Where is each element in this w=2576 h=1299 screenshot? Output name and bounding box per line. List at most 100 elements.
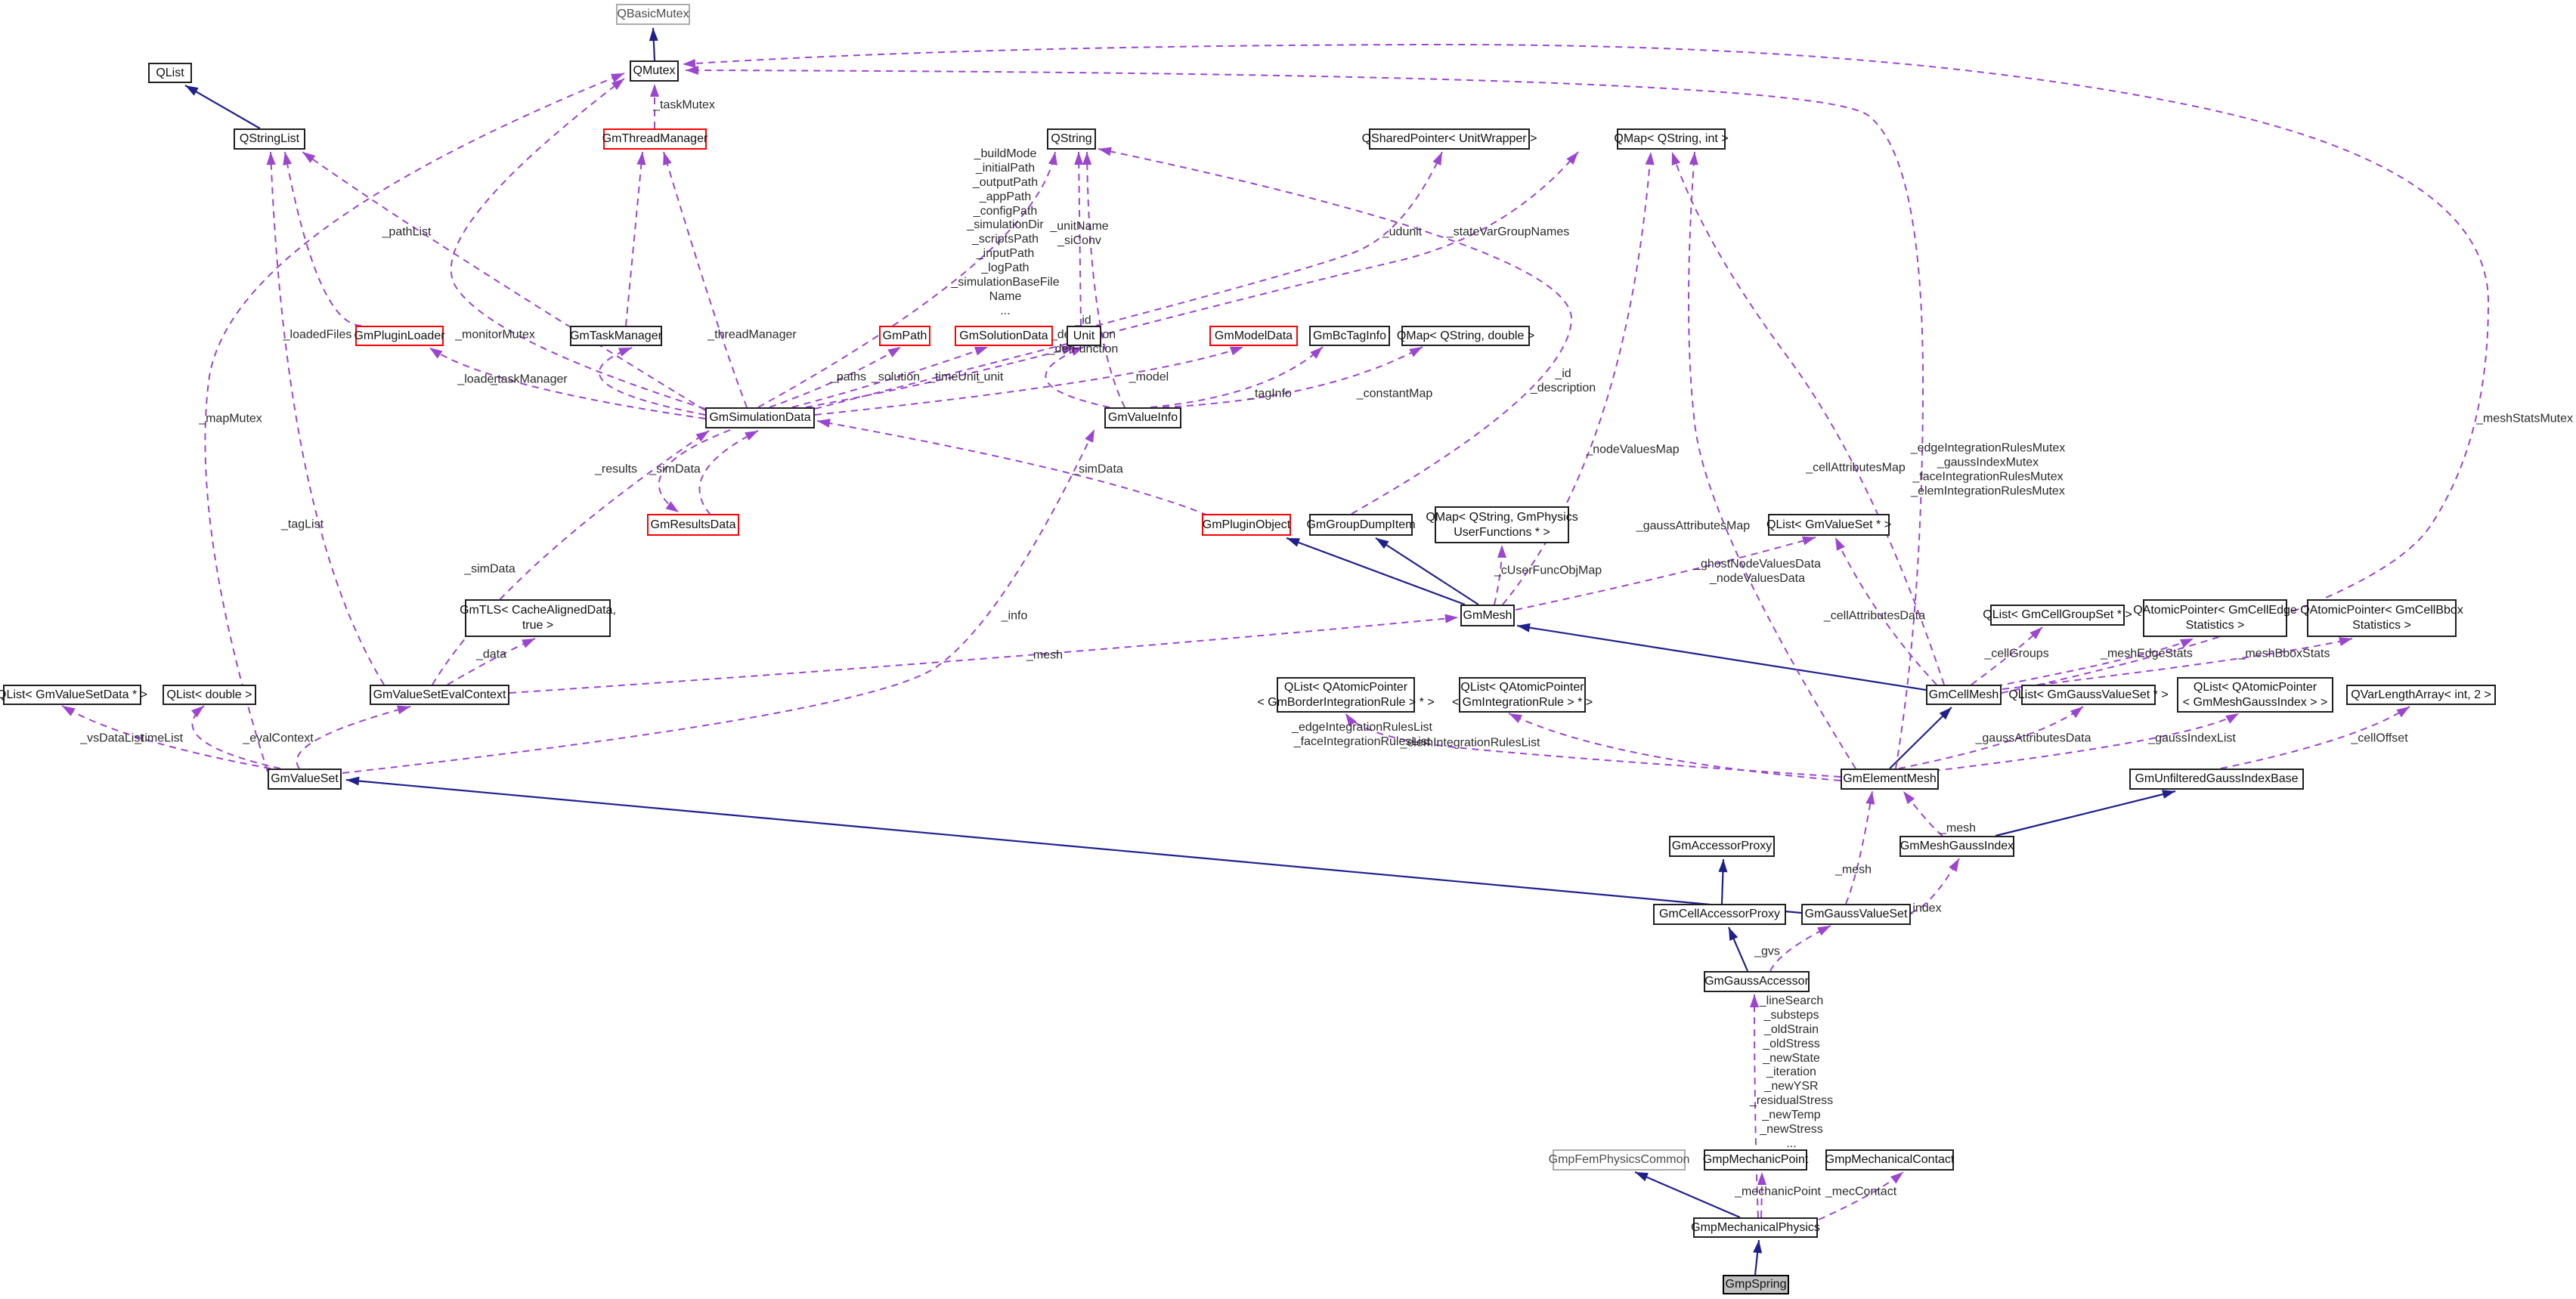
class-node-gmpspring: GmpSpring — [1723, 1275, 1789, 1294]
edge-gmsimulationdata-to-gmresultsdata — [658, 429, 731, 513]
class-node-gmsimulationdata[interactable]: GmSimulationData — [705, 407, 815, 428]
edge-gmmesh-to-gmpluginobject — [1286, 537, 1466, 606]
edge-gmunfilteredgaussindexbase-to-qvarlengtharray — [2220, 706, 2410, 769]
class-node-qatomic_gmcellbbox[interactable]: QAtomicPointer< GmCellBbox Statistics > — [2300, 599, 2463, 637]
edge-gmvalueinfo-to-qstring-arrowhead — [1082, 152, 1092, 165]
edge-gmvalueinfo-to-qstring — [1086, 151, 1125, 408]
edge-gmcellmesh-to-qmutex-arrowhead — [683, 58, 696, 68]
edge-gmvalueset-to-gmvaluesetevalcontext — [296, 706, 411, 769]
class-node-gmmeshgaussindex[interactable]: GmMeshGaussIndex — [1899, 836, 2014, 857]
edge-gmtaskmanager-to-gmthreadmanager-arrowhead — [636, 152, 646, 165]
edge-gmvalueset-to-qlist_gmvaluesetdata-arrowhead — [62, 706, 76, 716]
class-node-qlist_gmcellgroupset[interactable]: QList< GmCellGroupSet * > — [1983, 605, 2132, 626]
class-node-gmpmechanicalcontact[interactable]: GmpMechanicalContact — [1825, 1149, 1954, 1171]
class-node-qatomic_gmcelledge[interactable]: QAtomicPointer< GmCellEdge Statistics > — [2133, 599, 2297, 637]
class-node-qlist_border_rule[interactable]: QList< QAtomicPointer < GmBorderIntegrat… — [1257, 677, 1435, 713]
edge-gmgaussvalueset-to-gmvalueset — [345, 778, 1802, 914]
class-node-gmgaussvalueset[interactable]: GmGaussValueSet — [1801, 904, 1911, 925]
class-node-gmgaussaccessor[interactable]: GmGaussAccessor — [1704, 971, 1810, 992]
class-node-gmcellmesh[interactable]: GmCellMesh — [1926, 685, 2002, 705]
class-node-qlist[interactable]: QList — [148, 63, 192, 83]
edge-unit-to-qsharedptr_unitwrapper-arrowhead — [1432, 152, 1442, 165]
edge-gmsimulationdata-to-gmmodeldata — [814, 346, 1244, 416]
class-node-gmpmechanicpoint[interactable]: GmpMechanicPoint — [1703, 1149, 1808, 1171]
edge-gmvalueset-to-qlist_gmvaluesetdata — [61, 705, 271, 769]
edge-gmmesh-to-qmap_qstring_int-arrowhead — [1645, 152, 1655, 165]
edge-gmpmechanicalphysics-to-gmpmechanicpoint-arrowhead — [1757, 1172, 1766, 1185]
class-node-gmpluginloader[interactable]: GmPluginLoader — [354, 326, 445, 346]
class-node-qmap_qstring_double[interactable]: QMap< QString, double > — [1397, 326, 1534, 346]
class-node-qlist_double[interactable]: QList< double > — [163, 685, 256, 705]
class-node-gmsolutiondata[interactable]: GmSolutionData — [955, 326, 1053, 346]
class-node-qlist_gmvalueset_ptr[interactable]: QList< GmValueSet * > — [1766, 514, 1891, 536]
class-node-unit[interactable]: Unit — [1067, 326, 1101, 346]
edge-gmsimulationdata-to-gmsolutiondata — [791, 346, 989, 408]
edge-gmcellmesh-to-qmutex — [682, 43, 2490, 694]
class-node-gmvaluesetevalcontext[interactable]: GmValueSetEvalContext — [370, 685, 509, 705]
class-node-gmpmechanicalphysics[interactable]: GmpMechanicalPhysics — [1691, 1217, 1820, 1238]
edge-gmunfilteredgaussindexbase-to-qvarlengtharray-arrowhead — [2396, 707, 2410, 718]
edge-gmelementmesh-to-qlist_qatomic_meshgauss — [1921, 713, 2240, 773]
class-node-qstringlist[interactable]: QStringList — [234, 128, 305, 150]
class-node-gmgroupdumpitem[interactable]: GmGroupDumpItem — [1306, 514, 1416, 536]
class-node-gmunfilteredgaussindexbase[interactable]: GmUnfilteredGaussIndexBase — [2129, 769, 2304, 790]
class-node-qsharedptr_unitwrapper[interactable]: QSharedPointer< UnitWrapper > — [1362, 128, 1537, 150]
class-node-gmpluginobject[interactable]: GmPluginObject — [1202, 514, 1291, 536]
class-node-qbasicmutex[interactable]: QBasicMutex — [616, 4, 690, 25]
edge-gmelementmesh-to-qmutex — [685, 70, 1924, 769]
edge-gmcellmesh-to-qlist_gmcellgroupset-arrowhead — [2030, 627, 2042, 639]
class-node-qmap_userfunctions[interactable]: QMap< QString, GmPhysics UserFunctions *… — [1426, 506, 1578, 543]
edge-gmsimulationdata-to-unit — [805, 346, 1076, 408]
edge-gmpspring-to-gmpmechanicalphysics-arrowhead — [1753, 1240, 1763, 1254]
edge-gmmesh-to-qmap_qstring_int — [1502, 151, 1652, 605]
class-node-gmcellaccessorproxy[interactable]: GmCellAccessorProxy — [1653, 904, 1786, 925]
class-node-qmutex[interactable]: QMutex — [630, 60, 679, 82]
edge-gmcellmesh-to-qatomic_gmcellbbox-arrowhead — [2339, 637, 2352, 646]
class-node-gmthreadmanager[interactable]: GmThreadManager — [602, 128, 707, 150]
class-node-gmmesh[interactable]: GmMesh — [1460, 605, 1515, 626]
edge-unit-to-qsharedptr_unitwrapper — [1095, 151, 1443, 326]
edge-gmvalueinfo-to-unit-arrowhead — [1070, 347, 1084, 357]
class-node-qmap_qstring_int[interactable]: QMap< QString, int > — [1614, 128, 1729, 150]
edge-gmmesh-to-gmpluginobject-arrowhead — [1286, 538, 1301, 547]
class-node-gmbctaginfo[interactable]: GmBcTagInfo — [1309, 326, 1390, 346]
edge-gmsimulationdata-to-gmpath-arrowhead — [887, 347, 901, 357]
edge-unit-to-qstring-arrowhead — [1074, 152, 1084, 165]
edge-gmsimulationdata-to-qstringlist — [302, 151, 706, 411]
edge-gmpluginloader-to-qstringlist — [284, 151, 362, 326]
edge-gmresultsdata-to-gmsimulationdata — [698, 430, 759, 515]
class-node-qlist_qatomic_meshgauss[interactable]: QList< QAtomicPointer < GmMeshGaussIndex… — [2177, 677, 2333, 713]
class-node-gmtls[interactable]: GmTLS< CacheAlignedData, true > — [460, 599, 616, 637]
class-node-qlist_integration_rule[interactable]: QList< QAtomicPointer < GmIntegrationRul… — [1452, 677, 1593, 713]
edge-gmvalueset-to-gmvalueinfo-arrowhead — [1085, 429, 1094, 443]
class-node-qstring[interactable]: QString — [1047, 128, 1096, 150]
edge-gmgaussaccessor-to-gmgaussvalueset-arrowhead — [1817, 926, 1831, 936]
class-node-gmresultsdata[interactable]: GmResultsData — [647, 514, 739, 536]
class-node-gmvalueinfo[interactable]: GmValueInfo — [1104, 407, 1181, 428]
edge-gmvalueset-to-gmvaluesetevalcontext-arrowhead — [397, 705, 410, 715]
class-node-qlist_gmgaussvalueset[interactable]: QList< GmGaussValueSet * > — [2008, 685, 2169, 705]
edge-gmcellmesh-to-qlist_gmvalueset_ptr-arrowhead — [1835, 537, 1845, 551]
class-node-gmpath[interactable]: GmPath — [879, 326, 930, 346]
edge-gmvaluesetevalcontext-to-gmtls — [447, 638, 536, 685]
class-node-gmvalueset[interactable]: GmValueSet — [268, 769, 342, 790]
class-node-gmaccessorproxy[interactable]: GmAccessorProxy — [1669, 836, 1775, 857]
edge-gmcellaccessorproxy-to-gmaccessorproxy-arrowhead — [1718, 859, 1728, 873]
edge-gmcellmesh-to-qatomic_gmcelledge-arrowhead — [2180, 639, 2194, 648]
class-node-gmmodeldata[interactable]: GmModelData — [1209, 326, 1298, 346]
class-node-gmtaskmanager[interactable]: GmTaskManager — [570, 326, 662, 346]
edge-gmvaluesetevalcontext-to-qstringlist-arrowhead — [266, 152, 276, 165]
edge-gmvaluesetevalcontext-to-gmtls-arrowhead — [522, 639, 535, 648]
edge-gmmeshgaussindex-to-gmunfilteredgaussindexbase — [1995, 790, 2176, 837]
edge-gmmesh-to-gmgroupdumpitem — [1375, 537, 1479, 605]
edge-gmvalueinfo-to-unit — [1045, 346, 1110, 408]
edge-gmsimulationdata-to-gmthreadmanager-arrowhead — [663, 152, 672, 166]
class-node-qlist_gmvaluesetdata[interactable]: QList< GmValueSetData * > — [0, 685, 147, 705]
class-node-gmelementmesh[interactable]: GmElementMesh — [1841, 769, 1939, 790]
edge-gmpmechanicalphysics-to-gmgaussaccessor-arrowhead — [1750, 994, 1759, 1007]
edge-gmsimulationdata-to-qmutex-arrowhead — [611, 79, 624, 91]
class-node-gmpfemphysicscommon[interactable]: GmpFemPhysicsCommon — [1549, 1149, 1689, 1171]
edge-gmvalueset-to-qlist_double — [191, 705, 281, 769]
class-node-qvarlengtharray[interactable]: QVarLengthArray< int, 2 > — [2346, 685, 2496, 705]
